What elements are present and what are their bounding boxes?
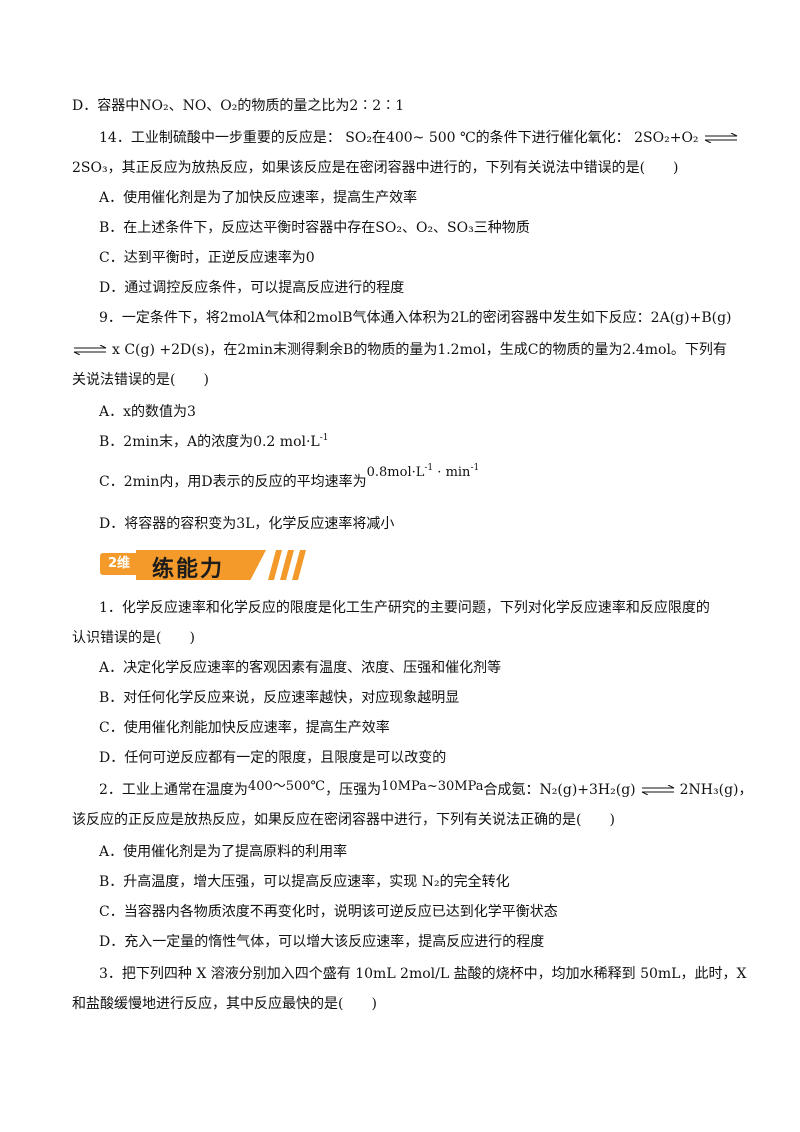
pressure-range: 10MPa~30MPa bbox=[381, 779, 484, 794]
p1-stem-line2: 认识错误的是( ) bbox=[72, 630, 195, 646]
rate-unit: 0.8mol·L bbox=[366, 465, 425, 480]
section-ribbon bbox=[136, 550, 266, 580]
equilibrium-arrow-icon bbox=[640, 785, 676, 795]
p1-option-a: A．决定化学反应速率的客观因素有温度、浓度、压强和催化剂等 bbox=[99, 660, 502, 676]
q9-option-b-text: B．2min末，A的浓度为0.2 mol·L bbox=[99, 434, 320, 450]
p2-option-a: A．使用催化剂是为了提高原料的利用率 bbox=[99, 844, 348, 860]
q9-stem-line1: 9．一定条件下，将2molA气体和2molB气体通入体积为2L的密闭容器中发生如… bbox=[99, 310, 732, 326]
p2-stem-line2: 该反应的正反应是放热反应，如果反应在密闭容器中进行，下列有关说法正确的是( ) bbox=[72, 812, 615, 828]
p3-stem-line1: 3．把下列四种 X 溶液分别加入四个盛有 10mL 2mol/L 盐酸的烧杯中，… bbox=[99, 966, 747, 982]
q9-option-c: C．2min内，用D表示的反应的平均速率为0.8mol·L-1 · min-1 bbox=[99, 464, 740, 493]
q9-stem-line2: x C(g) +2D(s)，在2min末测得剩余B的物质的量为1.2mol，生成… bbox=[72, 340, 740, 360]
q14-stem-line2: 2SO₃，其正反应为放热反应，如果该反应是在密闭容器中进行的，下列有关说法中错误… bbox=[72, 160, 679, 176]
q9-option-d: D．将容器的容积变为3L，化学反应速率将减小 bbox=[99, 516, 395, 532]
section-tag: 2维 bbox=[100, 553, 138, 575]
superscript: -1 bbox=[470, 463, 480, 473]
p2-text: 2．工业上通常在温度为 bbox=[99, 782, 248, 798]
rate-unit-min: · min bbox=[433, 465, 471, 480]
rate-expression: 0.8mol·L-1 · min-1 bbox=[366, 463, 480, 481]
q14-option-d: D．通过调控反应条件，可以提高反应进行的程度 bbox=[99, 280, 405, 296]
p1-option-d: D．任何可逆反应都有一定的限度，且限度是可以改变的 bbox=[99, 750, 447, 766]
equilibrium-arrow-icon bbox=[703, 133, 739, 143]
q14-stem-line1: 14．工业制硫酸中一步重要的反应是： SO₂在400~ 500 ℃的条件下进行催… bbox=[99, 128, 740, 148]
p1-stem-line1: 1．化学反应速率和化学反应的限度是化工生产研究的主要问题，下列对化学反应速率和反… bbox=[99, 600, 710, 616]
q9-stem-line3: 关说法错误的是( ) bbox=[72, 372, 209, 388]
p2-stem-line1: 2．工业上通常在温度为400～500℃，压强为10MPa~30MPa合成氨：N₂… bbox=[99, 779, 753, 801]
p2-option-d: D．充入一定量的惰性气体，可以增大该反应速率，提高反应进行的程度 bbox=[99, 934, 545, 950]
p1-option-b: B．对任何化学反应来说，反应速率越快，对应现象越明显 bbox=[99, 690, 460, 706]
q9-option-b: B．2min末，A的浓度为0.2 mol·L-1 bbox=[99, 432, 740, 452]
p1-option-c: C．使用催化剂能加快反应速率，提高生产效率 bbox=[99, 720, 390, 736]
q9-stem-text: x C(g) +2D(s)，在2min末测得剩余B的物质的量为1.2mol，生成… bbox=[112, 342, 727, 358]
q9-option-a: A．x的数值为3 bbox=[99, 404, 196, 420]
equilibrium-arrow-icon bbox=[72, 345, 108, 355]
p2-text: ，压强为 bbox=[325, 782, 382, 798]
p2-text: 合成氨：N₂(g)+3H₂(g) bbox=[483, 782, 636, 798]
q14-option-c: C．达到平衡时，正逆反应速率为0 bbox=[99, 250, 315, 266]
temperature-range: 400～500℃ bbox=[247, 779, 326, 794]
p2-text: 2NH₃(g)， bbox=[679, 782, 753, 798]
q14-option-a: A．使用催化剂是为了加快反应速率，提高生产效率 bbox=[99, 190, 418, 206]
superscript: -1 bbox=[319, 433, 329, 443]
p3-stem-line2: 和盐酸缓慢地进行反应，其中反应最快的是( ) bbox=[72, 996, 377, 1012]
section-banner: 2维 练能力 bbox=[100, 550, 330, 582]
q14-option-b: B．在上述条件下，反应达平衡时容器中存在SO₂、O₂、SO₃三种物质 bbox=[99, 220, 530, 236]
p2-option-b: B．升高温度，增大压强，可以提高反应速率，实现 N₂的完全转化 bbox=[99, 874, 510, 890]
superscript: -1 bbox=[424, 463, 434, 473]
section-title: 练能力 bbox=[152, 557, 225, 582]
q13-option-d: D．容器中NO₂、NO、O₂的物质的量之比为2∶2∶1 bbox=[72, 98, 405, 114]
q9-option-c-text: C．2min内，用D表示的反应的平均速率为 bbox=[99, 474, 367, 490]
p2-option-c: C．当容器内各物质浓度不再变化时，说明该可逆反应已达到化学平衡状态 bbox=[99, 904, 558, 920]
q14-stem-text: 14．工业制硫酸中一步重要的反应是： SO₂在400~ 500 ℃的条件下进行催… bbox=[99, 130, 699, 146]
stripes-decoration-icon bbox=[268, 550, 306, 580]
